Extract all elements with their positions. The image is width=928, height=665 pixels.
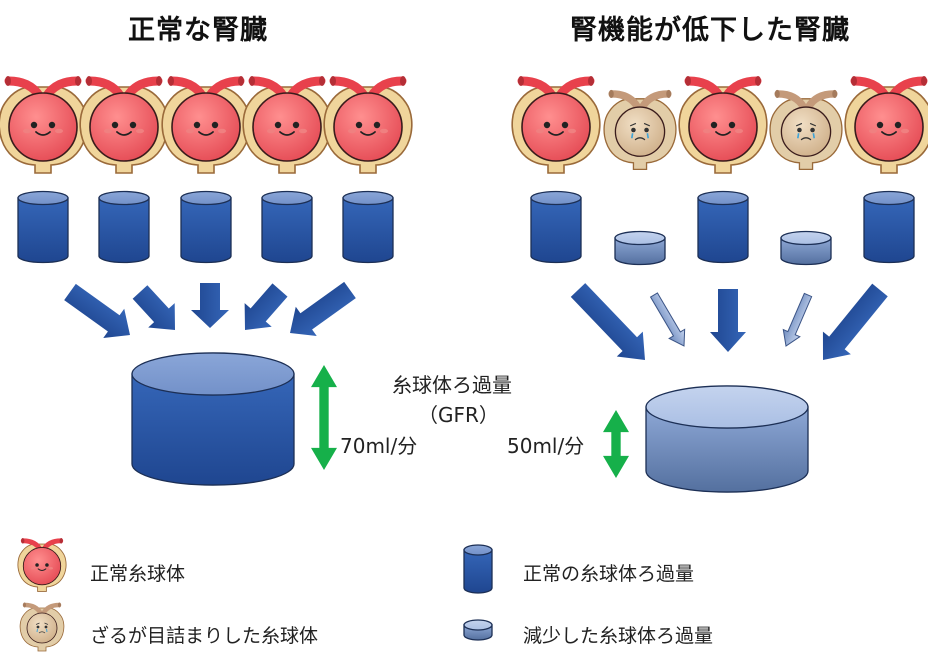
legend-reduced-filtration-cylinder-icon bbox=[463, 619, 493, 641]
filtration-cylinder-reduced bbox=[614, 230, 666, 266]
gfr-height-arrow-normal bbox=[311, 365, 337, 470]
glomerulus-normal bbox=[242, 76, 332, 174]
legend-normal-filtration-cylinder-icon bbox=[463, 544, 493, 594]
title-reduced-kidney: 腎機能が低下した腎臓 bbox=[570, 15, 850, 46]
filtration-cylinder-normal bbox=[863, 190, 915, 264]
filtration-cylinder-normal bbox=[261, 190, 313, 264]
glomerulus-normal bbox=[0, 76, 88, 174]
legend-label-reduced-filtration: 減少した糸球体ろ過量 bbox=[523, 625, 714, 647]
gfr-label-line2: （GFR） bbox=[418, 403, 499, 427]
filtration-cylinder-reduced bbox=[780, 230, 832, 266]
gfr-label-line1: 糸球体ろ過量 bbox=[392, 373, 512, 397]
flow-arrow bbox=[64, 283, 130, 338]
filtration-cylinder-normal bbox=[530, 190, 582, 264]
flow-arrow bbox=[570, 283, 646, 361]
flow-arrow bbox=[244, 283, 288, 330]
glomerulus-normal bbox=[678, 76, 768, 174]
flow-arrow bbox=[710, 289, 746, 352]
total-filtration-cylinder-reduced bbox=[645, 385, 809, 493]
legend-label-normal-filtration: 正常の糸球体ろ過量 bbox=[523, 563, 695, 585]
legend-label-clogged-glomerulus: ざるが目詰まりした糸球体 bbox=[90, 625, 319, 647]
glomerulus-clogged bbox=[603, 89, 677, 171]
legend: 正常糸球体 正常の糸球体ろ過量 ざるが目詰まりした糸球体 減少した糸球体ろ過量 bbox=[0, 530, 928, 665]
legend-label-normal-glomerulus: 正常糸球体 bbox=[90, 563, 186, 585]
filtration-cylinder-normal bbox=[697, 190, 749, 264]
glomerulus-normal bbox=[844, 76, 928, 174]
flow-arrow-reduced bbox=[782, 292, 813, 347]
glomerulus-normal bbox=[323, 76, 413, 174]
glomerulus-clogged bbox=[769, 89, 843, 171]
filtration-cylinder-normal bbox=[342, 190, 394, 264]
gfr-value-normal: 70ml/分 bbox=[340, 434, 418, 458]
legend-clogged-glomerulus-icon bbox=[19, 602, 65, 652]
total-filtration-cylinder-normal bbox=[131, 352, 295, 486]
flow-arrow bbox=[290, 281, 356, 336]
filtration-cylinder-normal bbox=[17, 190, 69, 264]
title-normal-kidney: 正常な腎臓 bbox=[128, 15, 268, 46]
filtration-cylinder-normal bbox=[180, 190, 232, 264]
flow-arrow bbox=[822, 283, 888, 360]
filtration-cylinder-normal bbox=[98, 190, 150, 264]
glomerulus-normal bbox=[161, 76, 251, 174]
flow-arrow bbox=[191, 283, 229, 328]
glomerulus-normal bbox=[79, 76, 169, 174]
flow-arrow-reduced bbox=[649, 292, 686, 347]
glomerulus-normal bbox=[511, 76, 601, 174]
legend-normal-glomerulus-icon bbox=[17, 538, 67, 592]
flow-arrow bbox=[132, 285, 176, 331]
gfr-height-arrow-reduced bbox=[603, 410, 629, 478]
gfr-value-reduced: 50ml/分 bbox=[507, 434, 585, 458]
